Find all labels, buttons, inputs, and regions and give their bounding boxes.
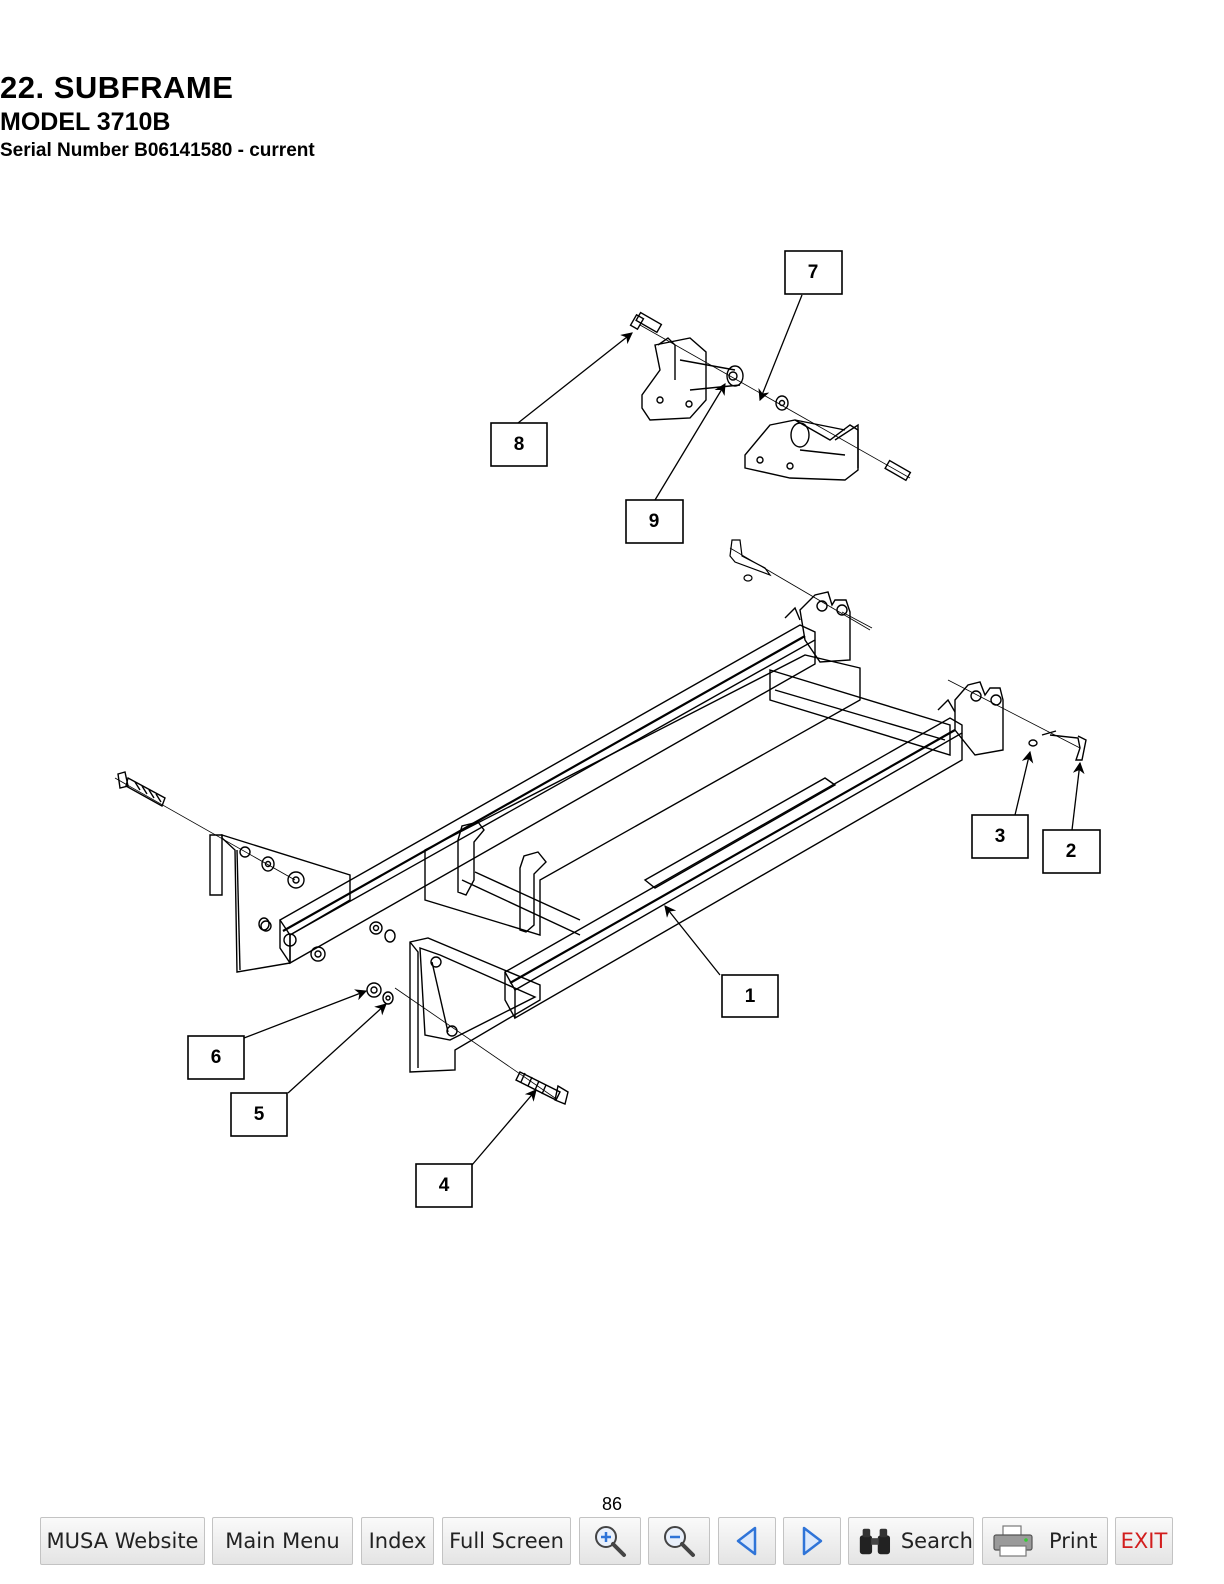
search-button[interactable]: Search: [848, 1517, 974, 1565]
previous-arrow-icon: [733, 1525, 761, 1557]
svg-text:2: 2: [1066, 841, 1077, 862]
search-label: Search: [901, 1529, 973, 1553]
print-button[interactable]: Print: [982, 1517, 1108, 1565]
callout-7: 7: [785, 251, 842, 294]
callout-5: 5: [231, 1093, 287, 1136]
zoom-out-icon: [661, 1523, 697, 1559]
printer-icon: [991, 1524, 1035, 1558]
svg-text:6: 6: [211, 1047, 222, 1068]
callout-9: 9: [626, 500, 683, 543]
binoculars-icon: [857, 1525, 893, 1557]
exit-label: EXIT: [1121, 1529, 1168, 1553]
subframe-main: [115, 592, 1086, 1104]
previous-page-button[interactable]: [718, 1517, 776, 1565]
exit-button[interactable]: EXIT: [1115, 1517, 1173, 1565]
svg-text:8: 8: [514, 434, 525, 455]
svg-text:1: 1: [745, 986, 756, 1007]
musa-website-button[interactable]: MUSA Website: [40, 1517, 205, 1565]
zoom-in-button[interactable]: [579, 1517, 641, 1565]
callout-4: 4: [416, 1164, 472, 1207]
svg-text:7: 7: [808, 262, 819, 283]
callout-8: 8: [491, 423, 547, 466]
svg-text:9: 9: [649, 511, 660, 532]
musa-website-label: MUSA Website: [47, 1529, 199, 1553]
print-label: Print: [1049, 1529, 1097, 1553]
main-menu-label: Main Menu: [225, 1529, 339, 1553]
main-menu-button[interactable]: Main Menu: [212, 1517, 353, 1565]
full-screen-label: Full Screen: [449, 1529, 564, 1553]
index-label: Index: [369, 1529, 427, 1553]
full-screen-button[interactable]: Full Screen: [442, 1517, 571, 1565]
next-arrow-icon: [798, 1525, 826, 1557]
callout-6: 6: [188, 1036, 244, 1079]
callout-2: 2: [1043, 830, 1100, 873]
callout-3: 3: [972, 815, 1028, 858]
pivot-assembly: [631, 313, 911, 481]
svg-text:4: 4: [439, 1175, 450, 1196]
pin-assembly: [730, 540, 870, 630]
svg-text:3: 3: [995, 826, 1006, 847]
callout-1: 1: [722, 975, 778, 1017]
index-button[interactable]: Index: [361, 1517, 434, 1565]
next-page-button[interactable]: [783, 1517, 841, 1565]
zoom-in-icon: [592, 1523, 628, 1559]
zoom-out-button[interactable]: [648, 1517, 710, 1565]
page-number: 86: [0, 1494, 1224, 1515]
svg-text:5: 5: [254, 1104, 265, 1125]
navigation-toolbar: MUSA Website Main Menu Index Full Screen: [40, 1517, 1190, 1567]
